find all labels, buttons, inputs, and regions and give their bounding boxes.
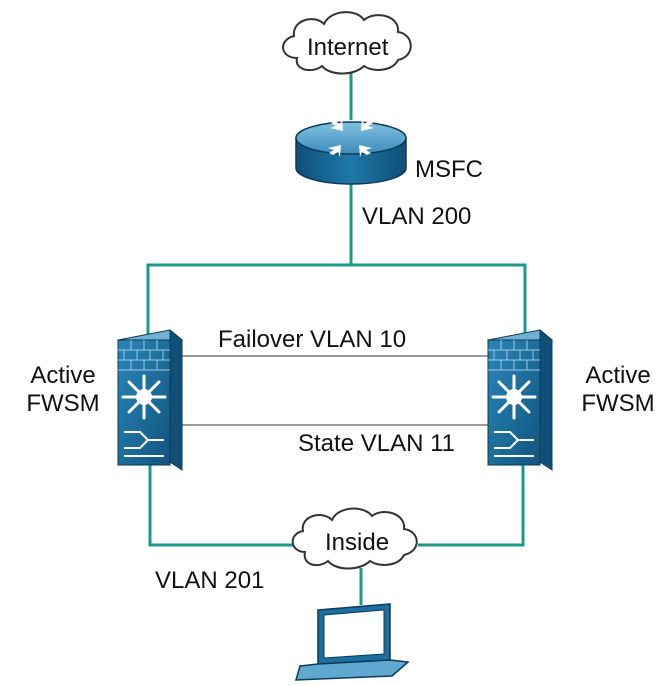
failover-lines [182, 355, 490, 426]
left-fwsm-label-line1: Active [30, 362, 96, 389]
msfc-label: MSFC [415, 156, 483, 183]
vlan201-label: VLAN 201 [155, 567, 265, 594]
internet-cloud-icon [282, 11, 412, 75]
state-vlan-label: State VLAN 11 [298, 430, 455, 457]
inside-cloud-icon [291, 507, 418, 570]
right-fwsm-icon [486, 328, 554, 471]
laptop-icon [294, 603, 410, 681]
connection-lines [146, 70, 527, 605]
failover-vlan-label: Failover VLAN 10 [218, 326, 407, 353]
left-fwsm-icon [116, 328, 184, 471]
left-fwsm-label-line2: FWSM [26, 390, 100, 417]
link-left-fwsm-inside [148, 455, 303, 547]
inside-label: Inside [325, 529, 390, 556]
right-fwsm-label-line2: FWSM [581, 390, 655, 417]
vlan200-label: VLAN 200 [362, 203, 472, 230]
link-right-fwsm-inside [418, 455, 525, 547]
link-vlan200-bus [146, 263, 527, 340]
internet-label: Internet [307, 34, 389, 61]
router-icon [295, 119, 407, 185]
right-fwsm-label-line1: Active [585, 362, 651, 389]
